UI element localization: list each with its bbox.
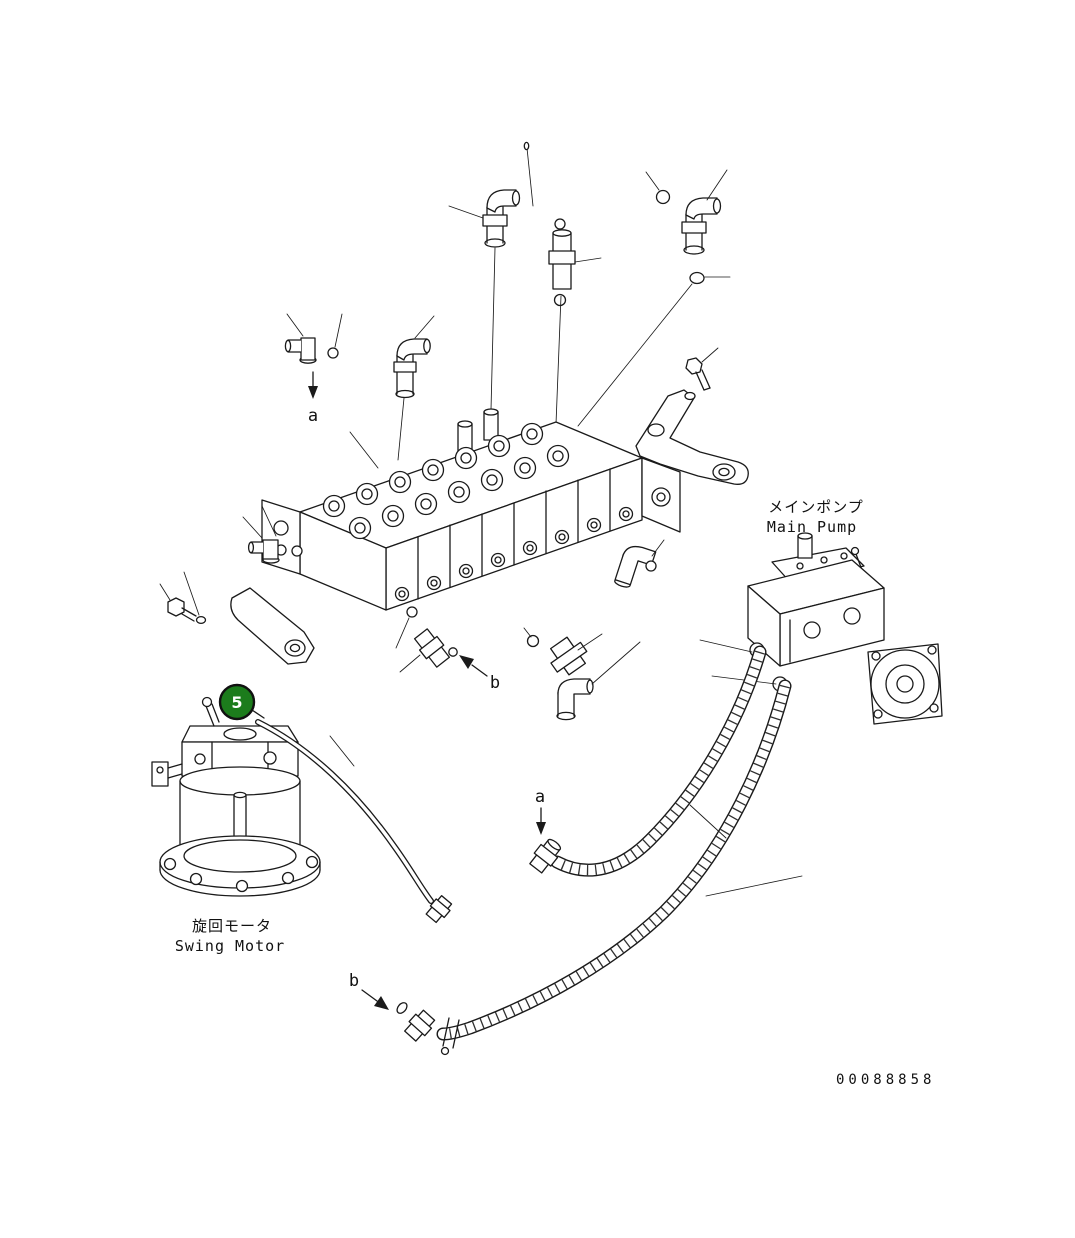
o-ring-icon bbox=[406, 606, 418, 618]
hose-to-swing-line bbox=[436, 679, 792, 1041]
bolt-icon bbox=[167, 597, 207, 625]
view-reference-labels: a a b b bbox=[308, 371, 546, 1010]
elbow-fitting-icon bbox=[247, 539, 280, 564]
mounting-bracket-right bbox=[635, 347, 749, 485]
nipple-fitting-icon bbox=[548, 218, 576, 307]
ref-label-b: b bbox=[349, 971, 359, 991]
o-ring-icon bbox=[655, 189, 671, 205]
elbow-fitting-icon bbox=[614, 545, 657, 588]
main-pump-label-jp: メインポンプ bbox=[768, 498, 864, 516]
ref-label-b: b bbox=[490, 673, 500, 693]
o-ring-icon bbox=[448, 647, 458, 657]
hose-fitting-icon bbox=[529, 838, 562, 874]
o-ring-icon bbox=[327, 347, 339, 359]
hose-to-valve bbox=[550, 645, 767, 877]
ref-a-upper: a bbox=[308, 371, 318, 426]
hose-clamp-icon bbox=[440, 1017, 460, 1056]
side-port-fittings bbox=[284, 313, 435, 461]
o-ring-icon bbox=[689, 271, 705, 285]
hose-fitting-icon bbox=[404, 1009, 436, 1042]
tee-fitting-icon bbox=[549, 636, 588, 676]
elbow-fitting-icon bbox=[482, 189, 521, 248]
top-port-fittings bbox=[448, 141, 731, 427]
o-ring-icon bbox=[645, 560, 657, 572]
nipple-fitting-icon bbox=[413, 628, 451, 668]
lower-fittings bbox=[242, 505, 665, 721]
ref-b-upper: b bbox=[459, 655, 500, 693]
callout-5[interactable]: 5 bbox=[218, 683, 265, 721]
elbow-fitting-icon bbox=[681, 197, 722, 255]
bolt-icon bbox=[201, 696, 220, 727]
ref-label-a: a bbox=[535, 787, 545, 807]
swing-motor-label-jp: 旋回モータ bbox=[192, 917, 272, 935]
swing-motor-label-en: Swing Motor bbox=[175, 937, 285, 955]
main-pump bbox=[747, 532, 943, 725]
elbow-fitting-icon bbox=[393, 338, 431, 399]
ref-a-lower: a bbox=[535, 787, 546, 835]
hose-end-opening bbox=[396, 1002, 408, 1014]
arrow-down-icon bbox=[536, 822, 546, 835]
ref-b-lower: b bbox=[349, 971, 389, 1010]
elbow-fitting-icon bbox=[556, 678, 594, 721]
o-ring-icon bbox=[526, 634, 540, 648]
arrow-down-icon bbox=[308, 386, 318, 399]
bolt-icon bbox=[684, 357, 711, 401]
callout-5-number: 5 bbox=[231, 693, 242, 712]
swing-motor bbox=[151, 696, 321, 897]
elbow-fitting-icon bbox=[284, 337, 317, 364]
arrow-up-left-icon bbox=[459, 655, 474, 669]
pin-icon bbox=[523, 141, 530, 151]
arrow-down-right-icon bbox=[374, 996, 389, 1010]
mounting-bracket-left bbox=[159, 571, 315, 665]
ref-label-a: a bbox=[308, 406, 318, 426]
drawing-number: 00088858 bbox=[836, 1072, 935, 1088]
callout-5-balloon[interactable] bbox=[218, 683, 256, 721]
control-valve-assembly bbox=[261, 408, 681, 611]
pipe-elbow-icon bbox=[425, 895, 453, 924]
o-ring-icon bbox=[291, 545, 303, 557]
swing-pipe bbox=[255, 719, 453, 924]
hydraulic-hoses bbox=[396, 639, 803, 1056]
main-pump-label-en: Main Pump bbox=[767, 518, 857, 536]
